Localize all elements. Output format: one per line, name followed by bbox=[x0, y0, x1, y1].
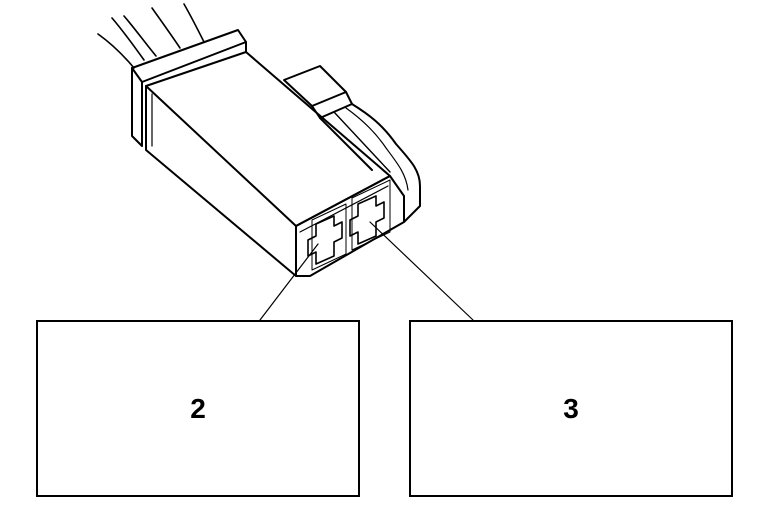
connector-latch bbox=[283, 65, 421, 223]
connector-rear-flange bbox=[131, 29, 247, 147]
terminal-cavity-2 bbox=[307, 203, 347, 271]
callout-label-3: 3 bbox=[563, 392, 579, 424]
callout-box-3: 3 bbox=[409, 320, 733, 497]
callout-label-2: 2 bbox=[190, 392, 206, 424]
leader-line-2 bbox=[259, 243, 319, 321]
leader-line-3 bbox=[369, 221, 474, 321]
connector-front-face bbox=[295, 175, 405, 277]
connector-body bbox=[145, 51, 391, 277]
callout-box-2: 2 bbox=[36, 320, 360, 497]
terminal-cavity-3 bbox=[349, 179, 391, 251]
wire-bundle bbox=[97, 3, 205, 69]
